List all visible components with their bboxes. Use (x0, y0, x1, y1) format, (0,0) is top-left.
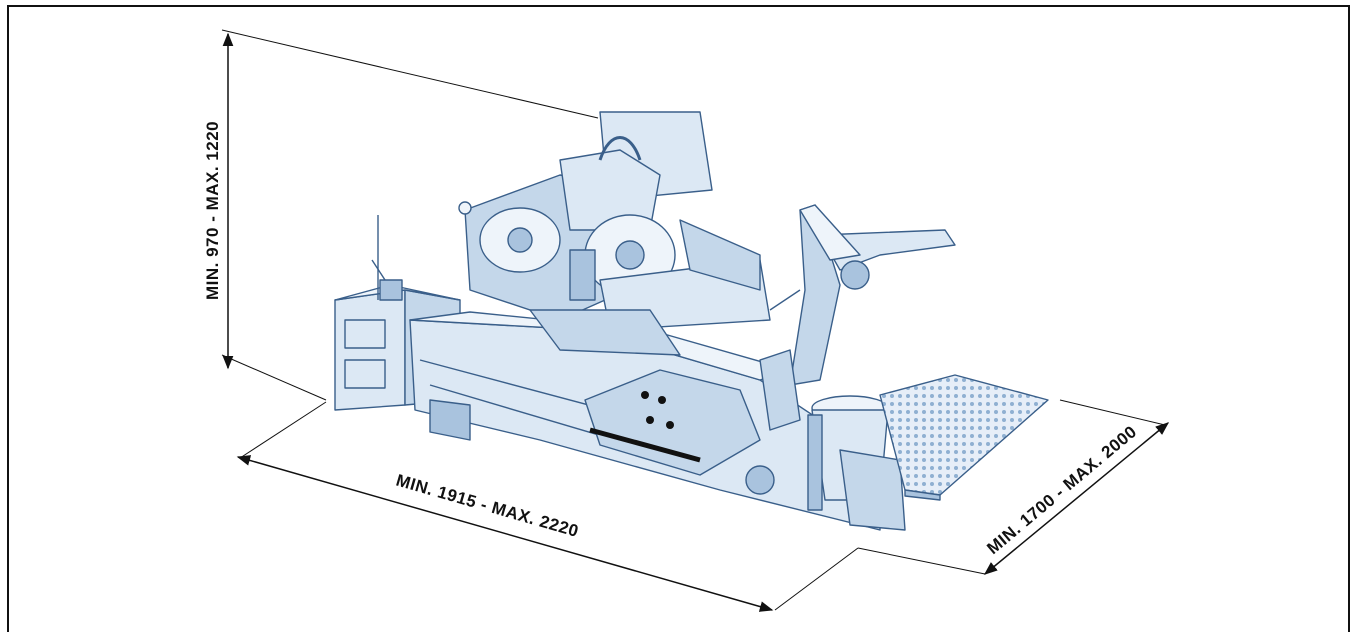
depth-dimension-line (983, 422, 1170, 575)
depth-dimension-label: MIN. 1700 - MAX. 2000 (983, 422, 1140, 558)
height-dimension-label: MIN. 970 - MAX. 1220 (203, 121, 222, 300)
extension-lines (221, 29, 1166, 611)
tire-changer-machine (334, 111, 1049, 531)
main-head (458, 111, 771, 356)
tube-holder (807, 395, 906, 531)
length-dimension-label: MIN. 1915 - MAX. 2220 (394, 471, 581, 541)
dimension-arrows (222, 32, 1170, 612)
foot-grate (879, 374, 1049, 501)
length-dimension-line (236, 455, 774, 612)
right-arm (759, 204, 956, 431)
carriage (584, 369, 775, 495)
